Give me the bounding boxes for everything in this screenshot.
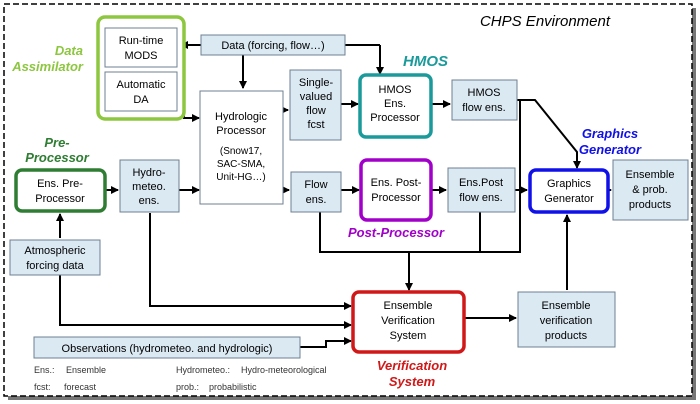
single-valued-line-1: Single-: [299, 77, 334, 89]
hydrologic-models-line-3: Unit-HG…): [216, 172, 265, 183]
glossary-abbr: Ens.:: [34, 365, 55, 375]
verification-system-line-3: System: [390, 330, 427, 342]
verification-system-label-line-1: Verification: [377, 358, 447, 373]
hmos-processor-line-3: Processor: [370, 112, 420, 124]
ens-post-flow-ens-line-2: flow ens.: [459, 192, 502, 204]
glossary-meaning: Hydro-meteorological: [241, 365, 327, 375]
single-valued-line-4: fcst: [307, 119, 324, 131]
connector: [59, 275, 352, 329]
ens-post-flow-ens-box: [447, 167, 516, 213]
ens-post-processor-box: [359, 158, 433, 222]
data-assimilator: Run-time MODS Automatic DA Data Assimila…: [11, 15, 186, 121]
hmos-flow-ens-box: [451, 79, 518, 121]
verification-products-line-2: verification: [540, 315, 593, 327]
graphics-generator-line-2: Generator: [544, 193, 594, 205]
hydrometeo-ens-line-3: ens.: [139, 195, 160, 207]
single-valued-line-3: flow: [306, 105, 326, 117]
atmospheric-forcing-line-2: forcing data: [26, 260, 84, 272]
ens-pre-processor-line-1: Ens. Pre-: [37, 178, 83, 190]
automatic-da-line-2: DA: [133, 94, 149, 106]
glossary-meaning: probabilistic: [209, 382, 257, 392]
verification-products-line-1: Ensemble: [542, 300, 591, 312]
hydrologic-models-line-2: SAC-SMA,: [217, 159, 265, 170]
ensemble-products-box: [612, 159, 689, 221]
hydrologic-processor-box: [199, 90, 284, 205]
ens-pre-processor-box: [14, 168, 107, 213]
hmos-processor-line-1: HMOS: [379, 84, 412, 96]
hmos-flow-ens-line-2: flow ens.: [462, 102, 505, 114]
single-valued-fcst-box: [289, 69, 342, 141]
graphics-generator-label-line-1: Graphics: [582, 126, 638, 141]
verification-system-label-line-2: System: [389, 374, 436, 389]
single-valued-line-2: valued: [300, 91, 332, 103]
ens-post-flow-ens-line-1: Ens.Post: [459, 177, 503, 189]
hydrometeo-ens-line-2: meteo.: [132, 181, 166, 193]
flow-ens-line-2: ens.: [306, 194, 327, 206]
data-assimilator-label-line-1: Data: [55, 43, 83, 58]
atmospheric-forcing-line-1: Atmospheric: [24, 245, 86, 257]
ensemble-verification-system-box: [351, 290, 466, 354]
ens-pre-processor-line-2: Processor: [35, 193, 85, 205]
graphics-generator-label-line-2: Generator: [579, 142, 642, 157]
observations-box: [33, 336, 301, 359]
ensemble-verification-products-box: [517, 291, 616, 348]
graphics-generator-line-1: Graphics: [547, 178, 592, 190]
hydrometeo-ens-box: [119, 159, 180, 213]
glossary-meaning: Ensemble: [66, 365, 106, 375]
verification-system-line-1: Ensemble: [384, 300, 433, 312]
hydrologic-processor-line-2: Processor: [216, 125, 266, 137]
runtime-mods-line-2: MODS: [125, 50, 158, 62]
post-processor-label: Post-Processor: [348, 225, 445, 240]
flow-ens-box: [290, 171, 342, 213]
verification-system-line-2: Verification: [381, 315, 435, 327]
observations-label: Observations (hydrometeo. and hydrologic…: [62, 343, 273, 355]
flow-ens-line-1: Flow: [304, 179, 327, 191]
glossary-abbr: fcst:: [34, 382, 51, 392]
ensemble-products-line-3: products: [629, 199, 672, 211]
graphics-generator-box: [528, 168, 610, 214]
automatic-da-line-1: Automatic: [117, 79, 166, 91]
pre-processor-label-line-2: Processor: [25, 150, 90, 165]
data-forcing-label: Data (forcing, flow…): [221, 40, 324, 52]
ens-post-processor-line-1: Ens. Post-: [371, 177, 422, 189]
hydrometeo-ens-line-1: Hydro-: [132, 167, 165, 179]
hmos-processor-box: [358, 73, 433, 139]
hydrologic-processor-line-1: Hydrologic: [215, 111, 267, 123]
connector: [319, 100, 521, 253]
data-forcing-box: [200, 34, 346, 56]
data-assimilator-label-line-2: Assimilator: [11, 59, 84, 74]
environment-label: CHPS Environment: [480, 13, 611, 30]
runtime-mods-box: [104, 27, 178, 68]
connector: [517, 99, 581, 169]
hmos-processor-line-2: Ens.: [384, 98, 406, 110]
runtime-mods-line-1: Run-time: [119, 35, 164, 47]
verification-products-line-3: products: [545, 330, 588, 342]
glossary: Ens.: Ensemble fcst: forecast Hydrometeo…: [34, 365, 327, 392]
hmos-flow-ens-line-1: HMOS: [468, 87, 501, 99]
ens-post-processor-line-2: Processor: [371, 192, 421, 204]
hydrologic-models-line-1: (Snow17,: [220, 146, 262, 157]
pre-processor-label-line-1: Pre-: [44, 135, 69, 150]
glossary-abbr: Hydrometeo.:: [176, 365, 230, 375]
hmos-label: HMOS: [403, 53, 448, 70]
glossary-meaning: forecast: [64, 382, 97, 392]
glossary-abbr: prob.:: [176, 382, 199, 392]
atmospheric-forcing-box: [9, 239, 101, 276]
ensemble-products-line-2: & prob.: [632, 184, 667, 196]
connector: [300, 337, 352, 348]
ensemble-products-line-1: Ensemble: [626, 169, 675, 181]
hydrologic-processor: Hydrologic Processor (Snow17, SAC-SMA, U…: [199, 90, 284, 205]
automatic-da-box: [104, 71, 178, 112]
connector: [149, 213, 352, 310]
